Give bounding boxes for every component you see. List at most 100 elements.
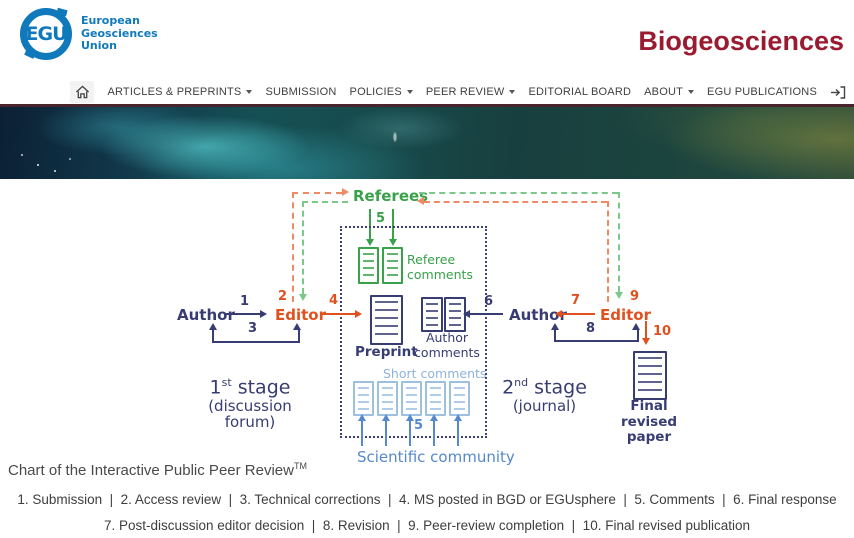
nav-item-about[interactable]: ABOUT [644,86,695,98]
stage1-label: 1st stage (discussion forum) [185,376,315,430]
arrow-segment [424,201,607,203]
legend-line-1: 1. Submission | 2. Access review | 3. Te… [17,492,837,507]
arrow-segment [226,313,260,315]
stage1-subtitle: forum) [224,413,276,432]
egu-logo-mark-icon: EGU [20,7,72,60]
step-10-number: 10 [653,324,672,339]
arrow-segment [212,329,300,343]
step-8-number: 8 [586,321,596,336]
arrow-segment [419,192,618,194]
journal-title: Biogeosciences [638,26,844,56]
arrowhead [342,188,349,196]
arrowhead [632,323,640,330]
egu-logo[interactable]: EGU European Geosciences Union [20,7,158,60]
author-comments-label: Author comments [411,330,483,360]
step-3-number: 3 [248,321,258,336]
nav-item-peer-review[interactable]: PEER REVIEW [426,86,516,98]
arrowhead [358,414,366,421]
short-comment-document-icon [449,381,470,416]
label-line: comments [414,345,480,360]
arrow-segment [302,201,348,203]
peer-review-diagram: Referees 5 [0,182,854,466]
step-2-number: 2 [278,289,288,304]
arrowhead [615,292,623,299]
nav-item-editorial-board[interactable]: EDITORIAL BOARD [528,86,631,98]
short-comments-label: Short comments [383,366,487,381]
arrow-segment [361,420,363,446]
arrow-segment [554,329,639,342]
step-7-number: 7 [571,293,581,308]
arrowhead [430,414,438,421]
arrow-segment [618,192,620,292]
referee-comment-document-icon [358,247,379,284]
nav-item-egu-publications[interactable]: EGU PUBLICATIONS [707,86,817,98]
arrowhead [382,414,390,421]
step-4-number: 4 [329,293,339,308]
short-comment-document-icon [425,381,446,416]
referee-comments-label: Referee comments [407,252,473,282]
label-line: Final [630,398,668,414]
nav-item-policies[interactable]: POLICIES [350,86,413,98]
logo-decoration [56,7,68,17]
author-stage2-label: Author [509,306,567,324]
label-line: Referee [407,252,456,267]
logo-acronym: EGU [25,23,68,45]
short-comment-document-icon [401,381,422,416]
arrowhead [260,310,267,318]
label-line: revised [620,413,678,430]
short-comment-document-icon [377,381,398,416]
arrowhead [299,294,307,301]
step-5-number: 5 [376,211,386,226]
preprint-document-icon [370,295,403,345]
login-icon [831,85,846,99]
arrow-segment [470,313,503,315]
logo-org-line: Geosciences [81,26,158,40]
nav-item-label: EGU PUBLICATIONS [707,86,817,98]
legend-line-2: 7. Post-discussion editor decision | 8. … [103,518,751,533]
arrowhead [551,323,559,330]
arrowhead [454,414,462,421]
label-line: Author [425,330,469,345]
referees-label: Referees [353,187,429,205]
chart-caption: Chart of the Interactive Public Peer Rev… [8,461,307,479]
arrowhead [555,310,562,318]
arrowhead [389,239,397,246]
arrow-segment [385,420,387,446]
arrow-segment [292,192,342,194]
arrowhead [209,323,217,330]
step-5-number: 5 [414,418,424,433]
chevron-down-icon [246,90,253,94]
short-comment-document-icon [353,381,374,416]
editor-stage1-label: Editor [275,306,326,324]
stage2-title: 2nd stage [502,376,587,399]
arrow-segment [322,313,355,315]
arrow-segment [645,321,647,338]
logo-org-text: European Geosciences Union [81,15,158,53]
arrow-segment [433,420,435,446]
arrow-segment [369,209,371,239]
main-nav: ARTICLES & PREPRINTS SUBMISSION POLICIES… [0,80,854,104]
nav-item-label: PEER REVIEW [425,86,505,98]
arrowhead [417,197,424,205]
preprint-label: Preprint [355,344,418,360]
arrow-segment [292,192,294,302]
nav-item-submission[interactable]: SUBMISSION [265,86,336,98]
home-button[interactable] [70,81,95,103]
arrowhead [406,414,414,421]
arrow-segment [302,201,304,294]
discussion-forum-box [340,226,487,438]
login-button[interactable] [830,85,846,100]
author-stage1-label: Author [177,306,235,324]
nav-item-label: ARTICLES & PREPRINTS [107,86,242,98]
nav-item-label: SUBMISSION [265,86,337,98]
chevron-down-icon [406,90,413,94]
label-line: paper [626,429,672,445]
nav-item-articles-preprints[interactable]: ARTICLES & PREPRINTS [107,86,253,98]
logo-decoration [24,49,36,59]
arrow-segment [562,313,595,315]
scientific-community-label: Scientific community [357,448,515,466]
arrow-segment [392,209,394,239]
home-icon [75,85,89,99]
arrowhead [642,338,650,345]
